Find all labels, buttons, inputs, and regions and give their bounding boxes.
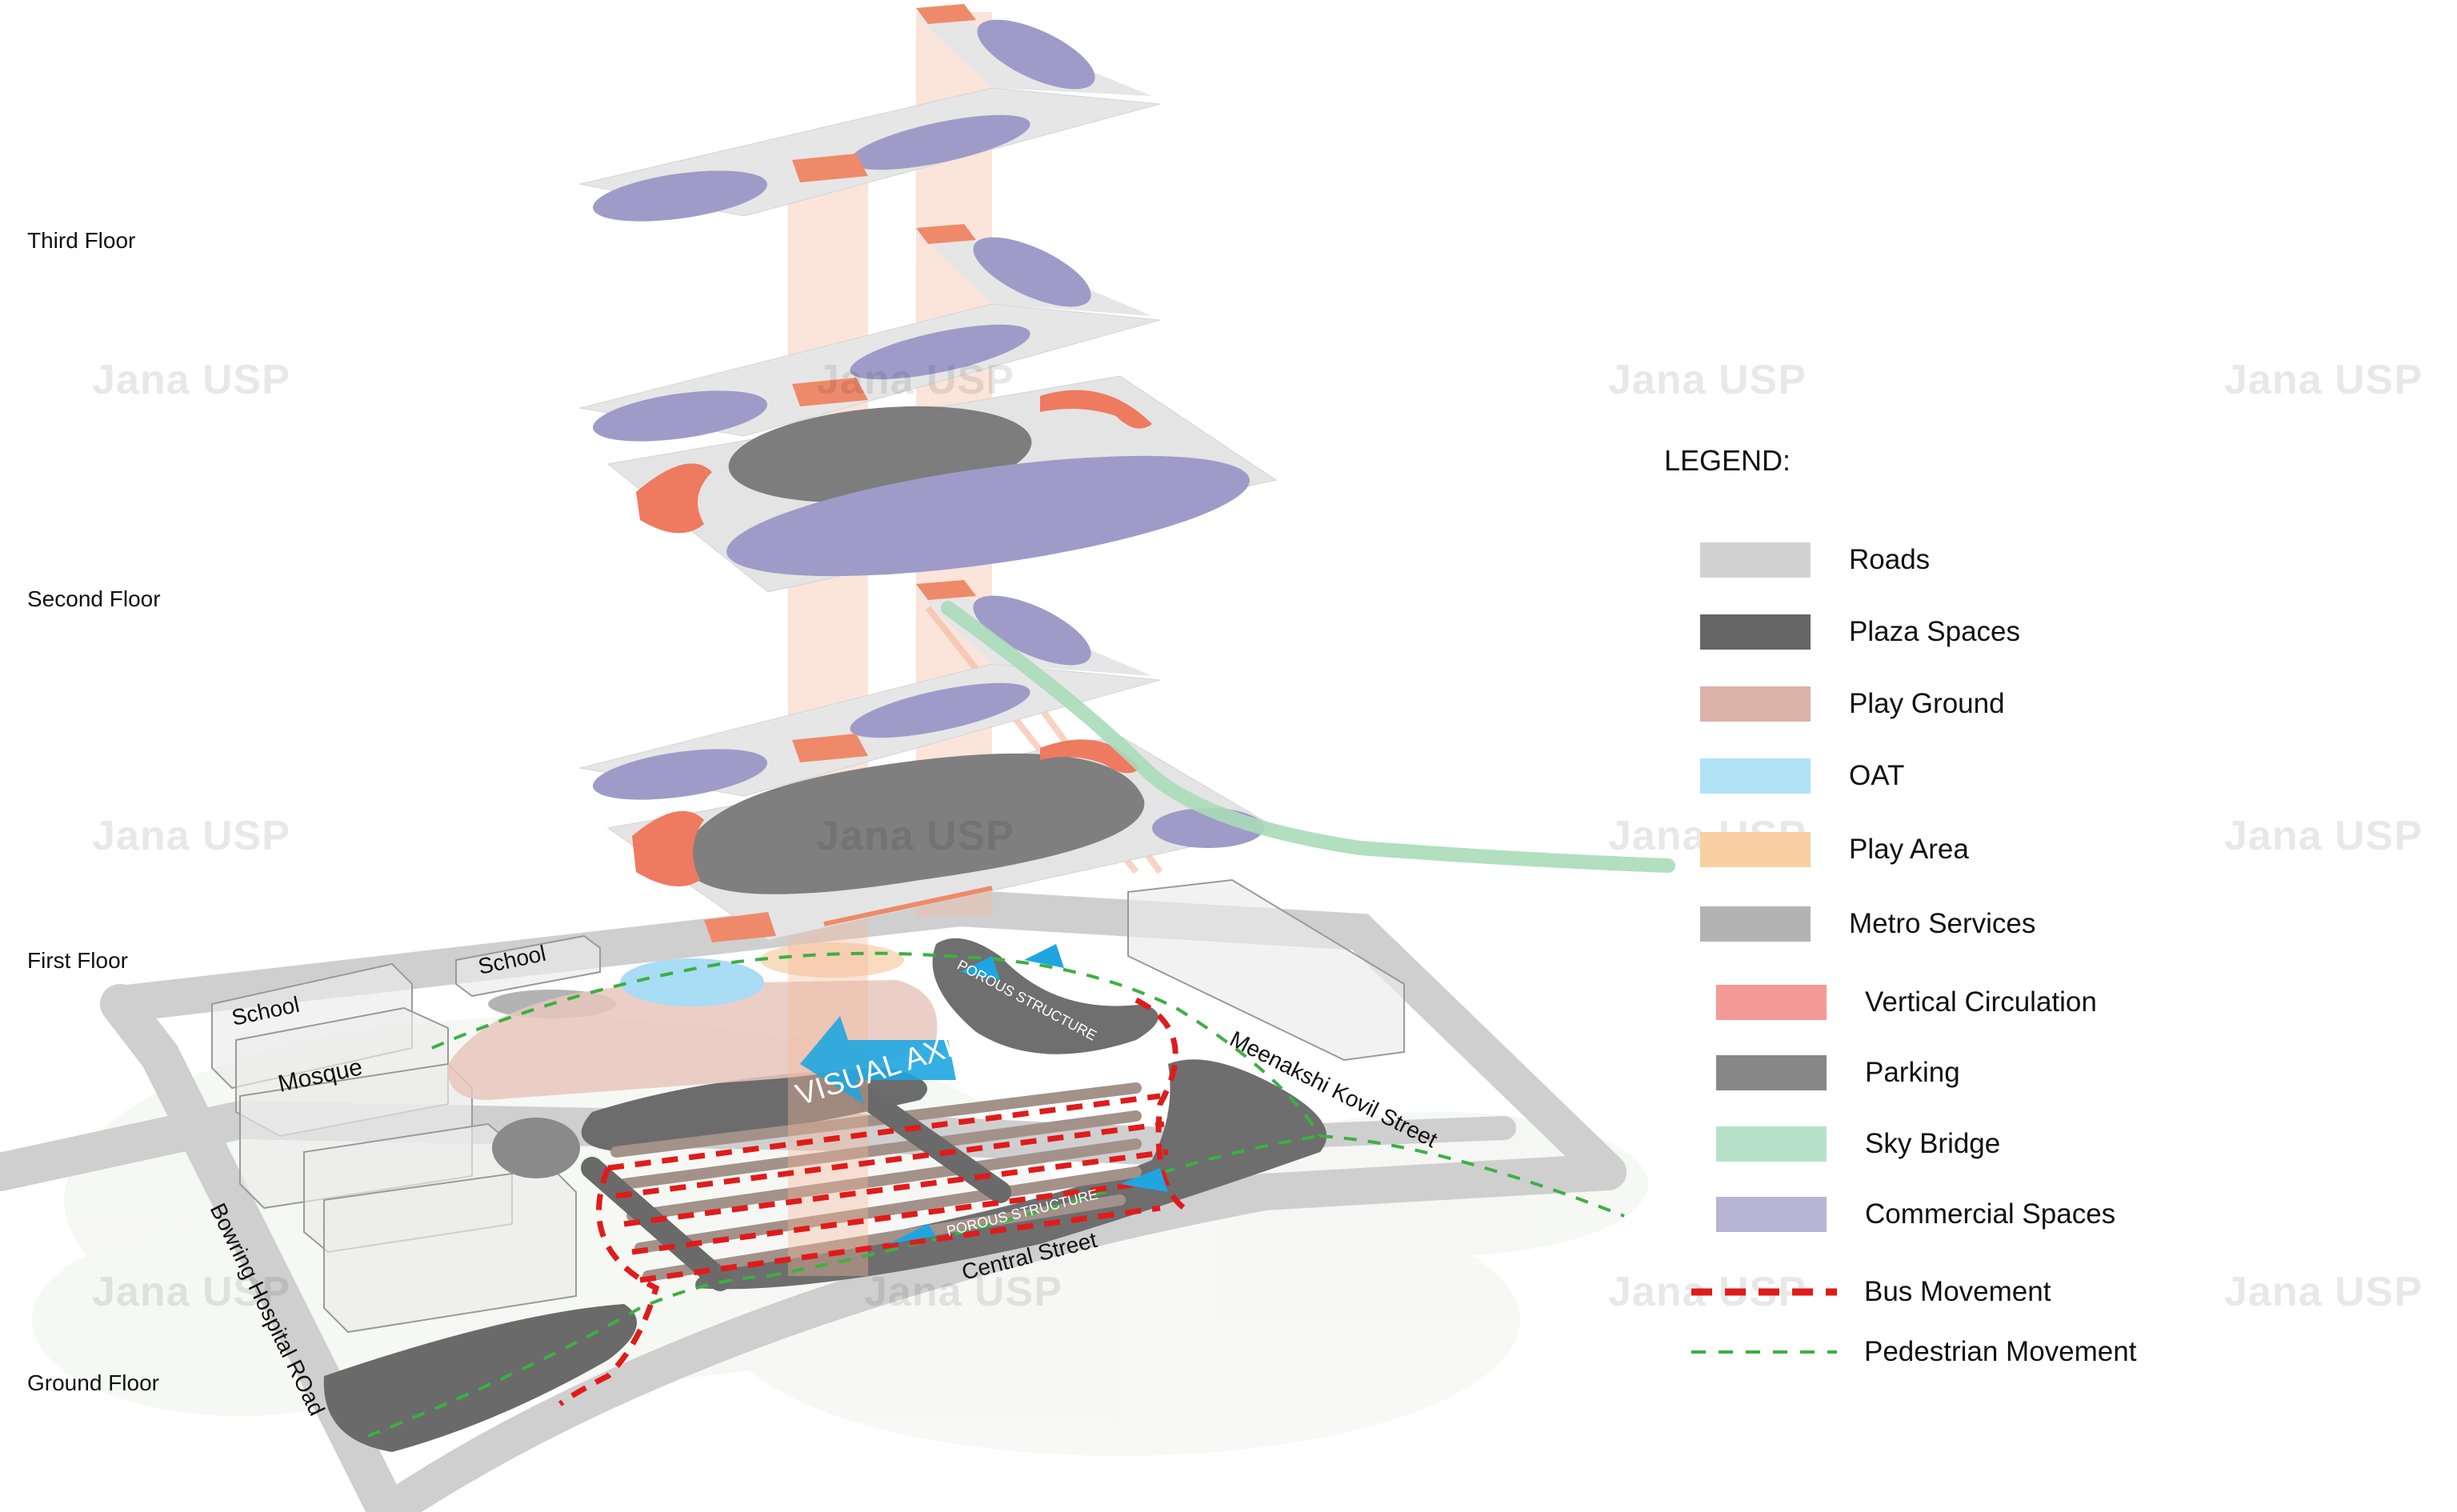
sky-bridge — [941, 601, 1675, 873]
legend-item: Parking — [1716, 1053, 1960, 1093]
floor-label-second: Second Floor — [27, 586, 161, 611]
legend-item: Sky Bridge — [1716, 1124, 2000, 1164]
legend-swatch — [1716, 1197, 1827, 1232]
legend-swatch — [1700, 906, 1811, 942]
legend-label: Play Ground — [1849, 688, 2005, 719]
watermark: Jana USP — [92, 813, 290, 859]
legend-item: Plaza Spaces — [1700, 612, 2020, 652]
legend-swatch — [1700, 542, 1811, 578]
legend-item: Play Ground — [1700, 684, 2005, 724]
legend-item: Metro Services — [1700, 904, 2035, 944]
floor-label-ground: Ground Floor — [27, 1370, 159, 1395]
legend-label: Parking — [1865, 1057, 1960, 1088]
watermark: Jana USP — [2224, 357, 2423, 403]
legend-label: Play Area — [1849, 834, 1969, 865]
legend-label: Plaza Spaces — [1849, 616, 2021, 647]
legend-label: Roads — [1849, 544, 1931, 575]
legend-swatch — [1700, 758, 1811, 794]
legend-label: OAT — [1849, 760, 1905, 791]
legend-item: Bus Movement — [1688, 1272, 2051, 1312]
legend-label: Sky Bridge — [1865, 1128, 2001, 1159]
visual-axis-arrow — [800, 944, 1168, 1244]
watermark: Jana USP — [2224, 813, 2423, 859]
legend-label: Vertical Circulation — [1865, 986, 2097, 1018]
bus-paths — [558, 997, 1186, 1406]
pedestrian-paths — [367, 951, 1625, 1438]
pedestrian-line-sample — [1691, 1350, 1837, 1354]
legend-swatch — [1716, 985, 1827, 1020]
floor-second — [606, 375, 1278, 593]
legend-item: OAT — [1700, 756, 1904, 796]
legend-label: Commercial Spaces — [1865, 1198, 2116, 1230]
legend-title: LEGEND: — [1664, 444, 1791, 477]
legend-item: Commercial Spaces — [1716, 1194, 2115, 1234]
watermark: Jana USP — [1608, 357, 1807, 403]
buildings — [211, 878, 1405, 1334]
watermark: Jana USP — [92, 1269, 290, 1315]
floor-third-upper — [579, 4, 1161, 222]
legend-item: Roads — [1700, 540, 1930, 580]
legend-label: Bus Movement — [1864, 1276, 2051, 1307]
watermark: Jana USP — [816, 813, 1014, 859]
floor-label-third: Third Floor — [27, 228, 136, 253]
parking-stripes — [581, 1082, 1142, 1291]
legend-swatch — [1716, 1055, 1827, 1090]
watermark: Jana USP — [816, 357, 1014, 403]
legend-label: Metro Services — [1849, 908, 2036, 939]
legend-label: Pedestrian Movement — [1864, 1336, 2137, 1367]
floor-third-lower — [579, 224, 1161, 442]
watermark: Jana USP — [92, 357, 290, 403]
watermark: Jana USP — [864, 1269, 1062, 1315]
floor-first-upper — [579, 580, 1161, 800]
floor-label-first: First Floor — [27, 948, 128, 973]
legend-swatch — [1700, 686, 1811, 722]
legend-item: Pedestrian Movement — [1688, 1332, 2136, 1372]
legend-swatch — [1716, 1126, 1827, 1162]
legend-swatch — [1700, 614, 1811, 650]
legend-swatch — [1700, 832, 1811, 867]
legend-item: Vertical Circulation — [1716, 982, 2097, 1022]
legend-item: Play Area — [1700, 830, 1969, 870]
watermark: Jana USP — [2224, 1269, 2423, 1315]
bus-line-sample — [1691, 1288, 1837, 1296]
